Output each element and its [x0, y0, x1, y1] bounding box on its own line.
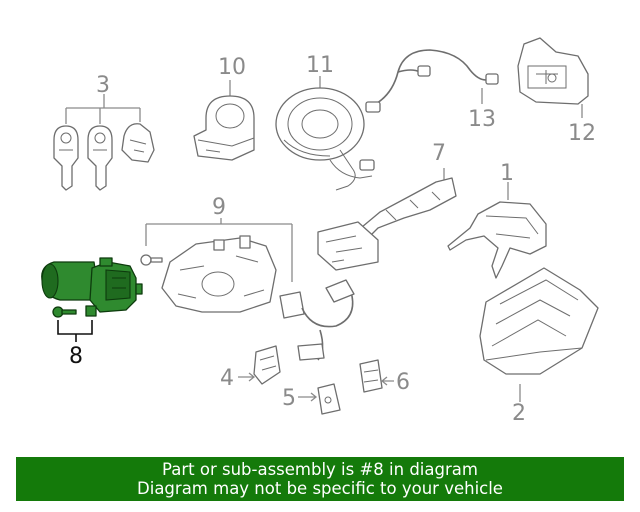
callout-11: 11 [306, 53, 334, 78]
callout-7: 7 [432, 141, 446, 166]
callout-6: 6 [396, 370, 410, 395]
part-6[interactable] [359, 359, 394, 393]
banner-line-1: Part or sub-assembly is #8 in diagram [162, 460, 478, 479]
part-3-keys[interactable] [53, 94, 155, 191]
part-1-upper-cover[interactable] [447, 182, 547, 279]
callout-2: 2 [512, 401, 526, 426]
part-9-switch-body[interactable] [140, 218, 293, 313]
part-10-sensor[interactable] [193, 80, 255, 161]
callout-4: 4 [220, 366, 234, 391]
part-13-harness[interactable] [365, 49, 499, 113]
part-7-wiper-switch[interactable] [317, 168, 457, 271]
callout-12: 12 [568, 121, 596, 146]
part-2-lower-cover[interactable] [479, 267, 599, 402]
callout-3: 3 [96, 73, 110, 98]
part-12-bracket[interactable] [517, 37, 589, 118]
part-4[interactable] [238, 345, 281, 385]
callout-8: 8 [69, 344, 83, 369]
callout-10: 10 [218, 55, 246, 80]
callout-13: 13 [468, 107, 496, 132]
callout-1: 1 [500, 161, 514, 186]
callout-9: 9 [212, 195, 226, 220]
part-8-turn-signal-switch-highlighted[interactable] [41, 257, 143, 342]
part-harness-sensor[interactable] [279, 279, 355, 361]
callout-5: 5 [282, 386, 296, 411]
part-5[interactable] [298, 383, 341, 415]
banner-line-2: Diagram may not be specific to your vehi… [137, 479, 503, 498]
info-banner: Part or sub-assembly is #8 in diagram Di… [16, 457, 624, 501]
part-11-clock-spring[interactable] [275, 76, 375, 191]
